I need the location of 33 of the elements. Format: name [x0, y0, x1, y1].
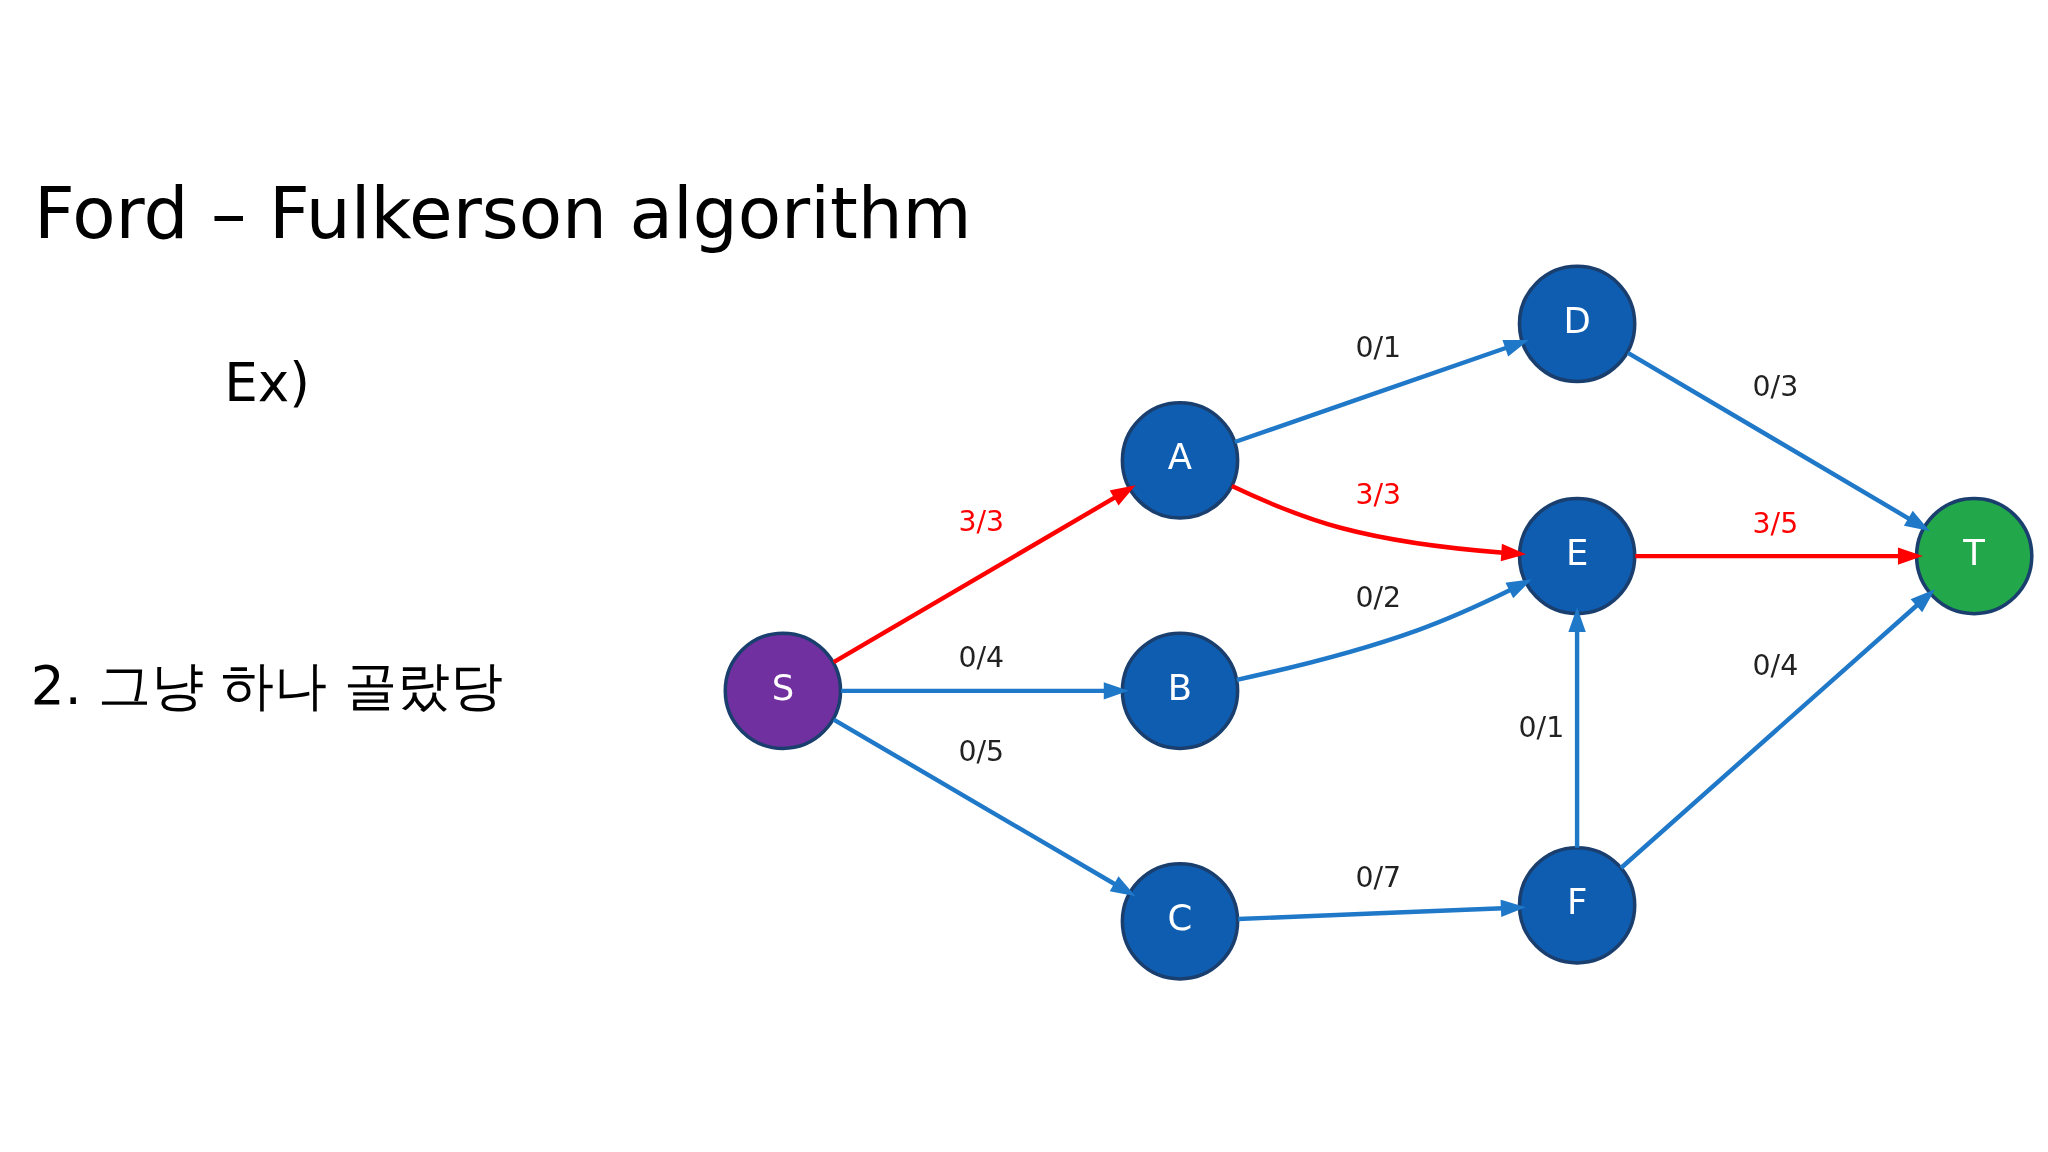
node-circle: S — [723, 630, 843, 750]
node-circle: F — [1517, 845, 1637, 965]
arrow — [1234, 339, 1529, 444]
arrow — [1238, 899, 1526, 921]
arrow — [1635, 546, 1923, 565]
arrow — [1236, 578, 1532, 682]
arrow — [1230, 483, 1527, 561]
edge-label: 0/1 — [1518, 710, 1565, 744]
arrow — [1568, 606, 1586, 848]
edge-label: 0/7 — [1355, 860, 1402, 894]
edge-label: 0/1 — [1355, 330, 1402, 364]
node-circle: T — [1914, 496, 2034, 615]
edge-label: 3/5 — [1752, 506, 1799, 540]
arrow — [1619, 588, 1936, 870]
arrow — [1626, 350, 1930, 531]
edge-label: 0/2 — [1355, 580, 1402, 614]
edge-label: 0/4 — [1752, 648, 1799, 682]
diagram-title: Ford – Fulkerson algorithm — [33, 171, 972, 255]
edge-label: 0/3 — [1752, 369, 1799, 403]
node-circle: C — [1120, 861, 1240, 981]
edge-label: 0/5 — [958, 734, 1005, 768]
node-circle: E — [1517, 496, 1637, 615]
arrow — [832, 717, 1136, 896]
edge-label: 3/3 — [958, 504, 1005, 538]
node-circle: A — [1120, 400, 1240, 520]
node-circle: B — [1120, 630, 1240, 750]
edge-label: 0/4 — [958, 640, 1005, 674]
edge-label: 3/3 — [1355, 477, 1402, 511]
label: 2. 그냥 하나 골랐당 — [30, 654, 504, 717]
label: Ex) — [224, 351, 310, 414]
arrow — [841, 681, 1129, 700]
node-circle: D — [1517, 264, 1637, 383]
arrow — [832, 484, 1136, 664]
